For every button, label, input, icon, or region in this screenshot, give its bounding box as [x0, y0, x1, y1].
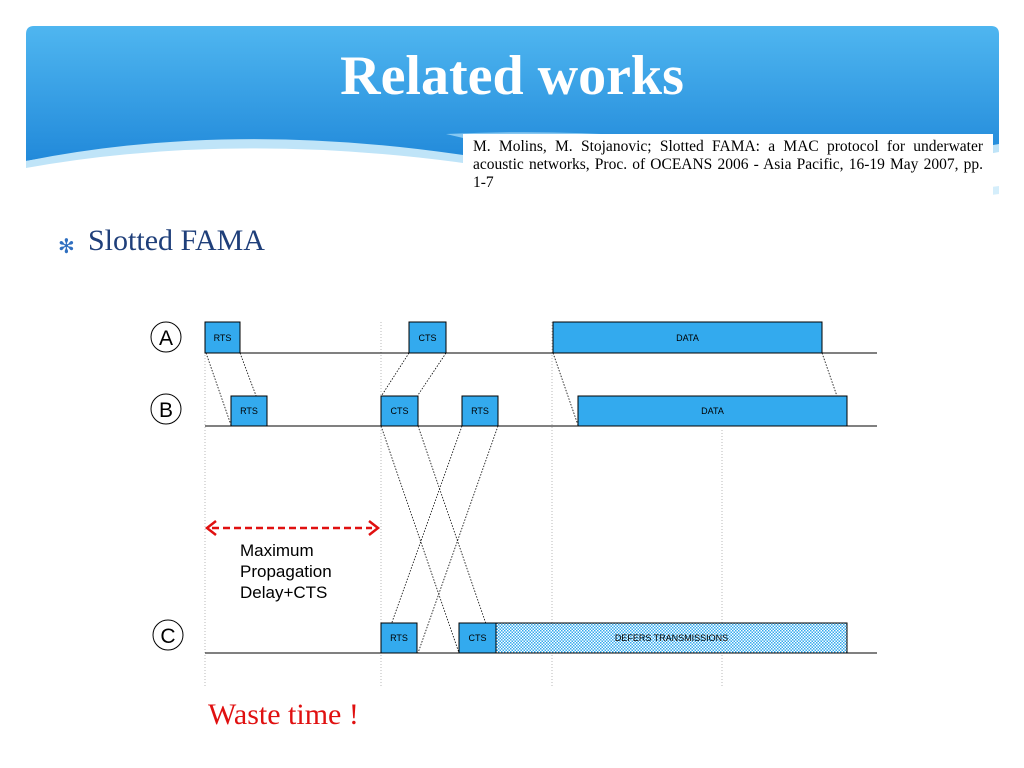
- packet-cts: [408, 321, 447, 354]
- packets-node-a: RTS CTS DATA: [204, 321, 823, 354]
- packet-label: CTS: [419, 333, 437, 343]
- packet-rts: [230, 395, 268, 427]
- prop-line: [205, 352, 232, 426]
- delay-note-line: Propagation: [240, 562, 332, 581]
- prop-line: [552, 352, 579, 426]
- prop-line: [380, 425, 460, 654]
- packet-rts: [380, 622, 418, 654]
- node-label: B: [159, 399, 173, 422]
- packet-label: RTS: [214, 333, 232, 343]
- citation-box: M. Molins, M. Stojanovic; Slotted FAMA: …: [463, 134, 993, 196]
- packet-label: RTS: [471, 406, 489, 416]
- bullet-slotted-fama: Slotted FAMA: [88, 224, 265, 257]
- node-b-marker: B: [150, 393, 182, 425]
- prop-line: [417, 352, 447, 396]
- delay-note: Maximum Propagation Delay+CTS: [240, 540, 332, 603]
- packet-label: RTS: [240, 406, 258, 416]
- packet-data: [552, 321, 823, 354]
- packet-label: DATA: [676, 333, 699, 343]
- node-a-marker: A: [150, 321, 182, 353]
- packet-data: [577, 395, 848, 427]
- delay-note-line: Maximum: [240, 541, 314, 560]
- node-label: C: [160, 625, 175, 648]
- slot-boundaries: [204, 322, 723, 688]
- packet-label: CTS: [469, 633, 487, 643]
- packets-node-c: RTS CTS DEFERS TRANSMISSIONS: [380, 622, 848, 654]
- asterisk-bullet-icon: ✻: [58, 234, 75, 258]
- packet-rts: [204, 321, 241, 354]
- delay-arrow: [204, 520, 381, 536]
- packet-label: RTS: [390, 633, 408, 643]
- propagation-lines: [205, 352, 848, 654]
- packet-cts: [380, 395, 419, 427]
- slide-title: Related works: [340, 45, 684, 107]
- packet-rts: [461, 395, 499, 427]
- packet-label: DEFERS TRANSMISSIONS: [615, 633, 728, 643]
- packet-label: CTS: [391, 406, 409, 416]
- prop-line: [417, 425, 497, 654]
- packet-defer: [495, 622, 848, 654]
- delay-note-line: Delay+CTS: [240, 583, 328, 602]
- waste-time-label: Waste time !: [208, 698, 359, 731]
- prop-line: [381, 352, 410, 396]
- node-c-marker: C: [152, 619, 184, 651]
- node-label: A: [159, 327, 173, 350]
- packets-node-b: RTS CTS RTS DATA: [230, 395, 848, 427]
- prop-line: [380, 425, 463, 654]
- packet-label: DATA: [701, 406, 724, 416]
- prop-line: [417, 425, 499, 654]
